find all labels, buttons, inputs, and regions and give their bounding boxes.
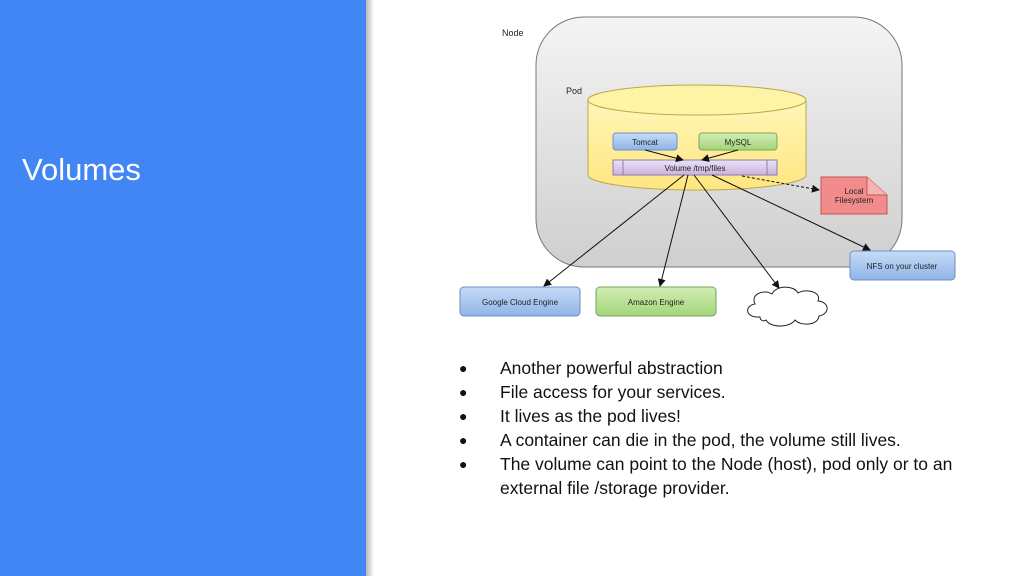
- gce-box: [459, 286, 581, 317]
- volume-label: Volume /tmp/files: [665, 164, 726, 173]
- arrow-volume-local-fs: [741, 175, 820, 193]
- local-filesystem: [820, 176, 888, 215]
- bullet-item: The volume can point to the Node (host),…: [458, 452, 978, 500]
- arrow-volume-cloud: [693, 174, 780, 289]
- bullet-item: Another powerful abstraction: [458, 356, 978, 380]
- arrow-volume-gce: [543, 174, 685, 287]
- local-fs-label-line2: Filesystem: [835, 196, 874, 205]
- amazon-box: [595, 286, 717, 317]
- mysql-label: MySQL: [725, 138, 752, 147]
- tomcat-label: Tomcat: [632, 138, 659, 147]
- nfs-label: NFS on your cluster: [867, 262, 938, 271]
- bullet-item: It lives as the pod lives!: [458, 404, 978, 428]
- bullet-item: A container can die in the pod, the volu…: [458, 428, 978, 452]
- nfs-box: [849, 250, 956, 281]
- volume-bar: [612, 159, 778, 176]
- arrow-volume-nfs: [711, 174, 871, 251]
- amazon-label: Amazon Engine: [628, 298, 685, 307]
- bullet-list: Another powerful abstraction File access…: [458, 356, 978, 500]
- slide-title: Volumes: [22, 152, 141, 187]
- title-panel: [0, 0, 366, 576]
- arrow-volume-amazon: [657, 174, 689, 287]
- local-fs-label-line1: Local: [844, 187, 863, 196]
- cloud-icon: [747, 286, 828, 327]
- node-label: Node: [502, 28, 524, 38]
- bullet-item: File access for your services.: [458, 380, 978, 404]
- volume-diagram: Node Pod Tomcat MySQL Volume /tmp/files …: [459, 16, 956, 327]
- arrow-tomcat-volume: [644, 149, 684, 163]
- gce-label: Google Cloud Engine: [482, 298, 559, 307]
- pod-label: Pod: [566, 86, 582, 96]
- arrow-mysql-volume: [701, 149, 739, 162]
- panel-shadow: [366, 0, 374, 576]
